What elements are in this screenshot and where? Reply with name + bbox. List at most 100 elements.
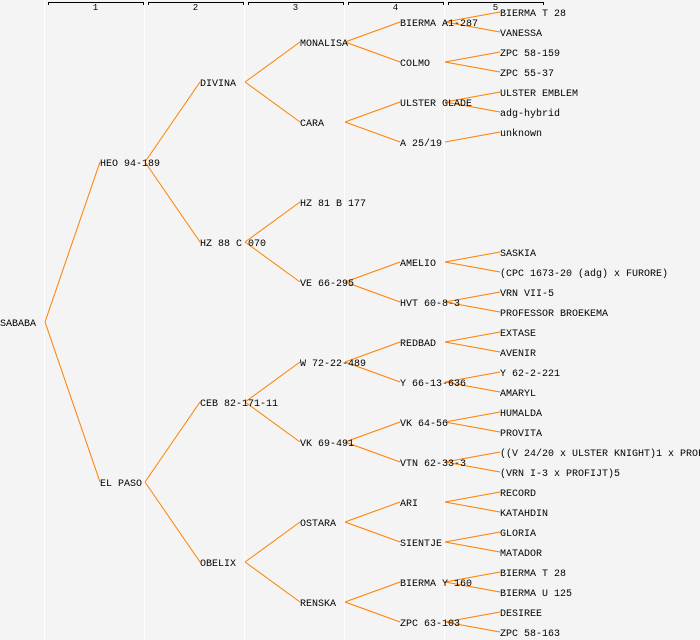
pedigree-node-gen5: (CPC 1673-20 (adg) x FURORE) [500,268,668,280]
pedigree-connector [144,81,201,163]
pedigree-node-gen5: MATADOR [500,549,542,560]
pedigree-connector [444,541,501,553]
pedigree-connector [444,371,501,383]
pedigree-node-gen4: BIERMA A1-287 [400,19,478,30]
generation-bracket [248,2,344,5]
pedigree-node-gen2: CEB 82-171-11 [200,399,278,410]
pedigree-connector [344,121,401,143]
pedigree-connector [244,241,301,283]
pedigree-connector [444,261,501,273]
pedigree-node-gen5: GLORIA [500,529,536,540]
pedigree-node-gen3: VK 69-491 [300,439,354,450]
pedigree-connector [444,421,501,433]
pedigree-node-gen5: AMARYL [500,389,536,400]
generation-number: 1 [93,3,98,13]
pedigree-node-gen3: CARA [300,119,324,130]
pedigree-connector [344,281,401,303]
pedigree-connector [344,601,401,623]
pedigree-connector [444,621,501,633]
pedigree-node-gen3: RENSKA [300,599,336,610]
pedigree-node-gen4: VTN 62-33-3 [400,459,466,470]
pedigree-node-gen5: RECORD [500,489,536,500]
pedigree-node-gen5: PROFESSOR BROEKEMA [500,309,608,320]
pedigree-node-gen5: HUMALDA [500,409,542,420]
generation-bracket [348,2,444,5]
pedigree-connector [444,501,501,513]
generation-number: 3 [293,3,298,13]
pedigree-node-gen4: A 25/19 [400,138,442,150]
pedigree-node-gen5: AVENIR [500,349,536,360]
pedigree-node-gen5: ZPC 58-159 [500,49,560,60]
pedigree-connector [144,161,201,243]
pedigree-connector [444,491,501,503]
pedigree-connector [444,381,501,393]
pedigree-connector [444,91,501,103]
pedigree-connector [444,301,501,313]
pedigree-node-gen4: AMELIO [400,259,436,270]
pedigree-node-gen5: Y 62-2-221 [500,369,560,380]
pedigree-node-gen5: BIERMA U 125 [500,589,572,600]
pedigree-node-gen4: SIENTJE [400,539,442,550]
pedigree-connector [244,521,301,563]
pedigree-connector [444,61,501,73]
pedigree-node-gen5: BIERMA T 28 [500,9,566,20]
pedigree-node-gen5: ZPC 55-37 [500,69,554,80]
pedigree-connector [444,291,501,303]
pedigree-node-gen5: KATAHDIN [500,509,548,520]
pedigree-node-gen4: VK 64-56 [400,419,448,430]
pedigree-node-gen4: ARI [400,499,418,510]
pedigree-node-gen5: ULSTER EMBLEM [500,89,578,100]
pedigree-connector [444,51,501,63]
pedigree-node-gen1: EL PASO [100,479,142,490]
generation-bracket [448,2,544,5]
pedigree-node-gen4: BIERMA Y 160 [400,579,472,590]
pedigree-connector [44,161,101,323]
pedigree-connector [444,581,501,593]
pedigree-connector [144,401,201,483]
pedigree-connector [444,11,501,23]
pedigree-connector [444,611,501,623]
pedigree-node-gen3: VE 66-295 [300,279,354,290]
pedigree-node-gen5: (VRN I-3 x PROFIJT)5 [500,468,620,480]
pedigree-node-gen5: DESIREE [500,609,542,620]
pedigree-connector [244,401,301,443]
pedigree-node-gen5: adg-hybrid [500,108,560,120]
pedigree-node-gen4: Y 66-13-636 [400,379,466,390]
pedigree-node-gen5: EXTASE [500,329,536,340]
pedigree-node-gen3: OSTARA [300,519,336,530]
generation-number: 4 [393,3,398,13]
pedigree-connector [244,361,301,403]
pedigree-connector [444,331,501,343]
pedigree-connector [444,411,501,423]
pedigree-node-gen5: SASKIA [500,249,536,260]
generation-bracket [48,2,144,5]
pedigree-connector [444,571,501,583]
pedigree-connector [144,481,201,563]
pedigree-node-gen2: DIVINA [200,79,236,90]
pedigree-connector [344,341,401,363]
pedigree-connector [444,101,501,113]
pedigree-connector [444,451,501,463]
pedigree-node-gen4: REDBAD [400,339,436,350]
pedigree-connector [344,21,401,43]
pedigree-connector [344,441,401,463]
pedigree-connector [44,321,101,483]
pedigree-connector [244,81,301,123]
pedigree-connector [344,261,401,283]
pedigree-connector [344,101,401,123]
pedigree-node-gen4: ZPC 63-103 [400,619,460,630]
generation-number: 5 [493,3,498,13]
pedigree-node-gen1: HEO 94-189 [100,159,160,170]
pedigree-node-gen5: unknown [500,128,542,140]
pedigree-node-gen5: PROVITA [500,429,542,440]
pedigree-node-gen4: ULSTER GLADE [400,99,472,110]
pedigree-node-gen2: HZ 88 C 070 [200,239,266,250]
pedigree-connector [344,361,401,383]
pedigree-connector [344,501,401,523]
generation-bracket [148,2,244,5]
pedigree-connector [444,531,501,543]
pedigree-node-gen2: OBELIX [200,559,236,570]
pedigree-node-gen3: HZ 81 B 177 [300,199,366,210]
pedigree-node-gen5: BIERMA T 28 [500,569,566,580]
